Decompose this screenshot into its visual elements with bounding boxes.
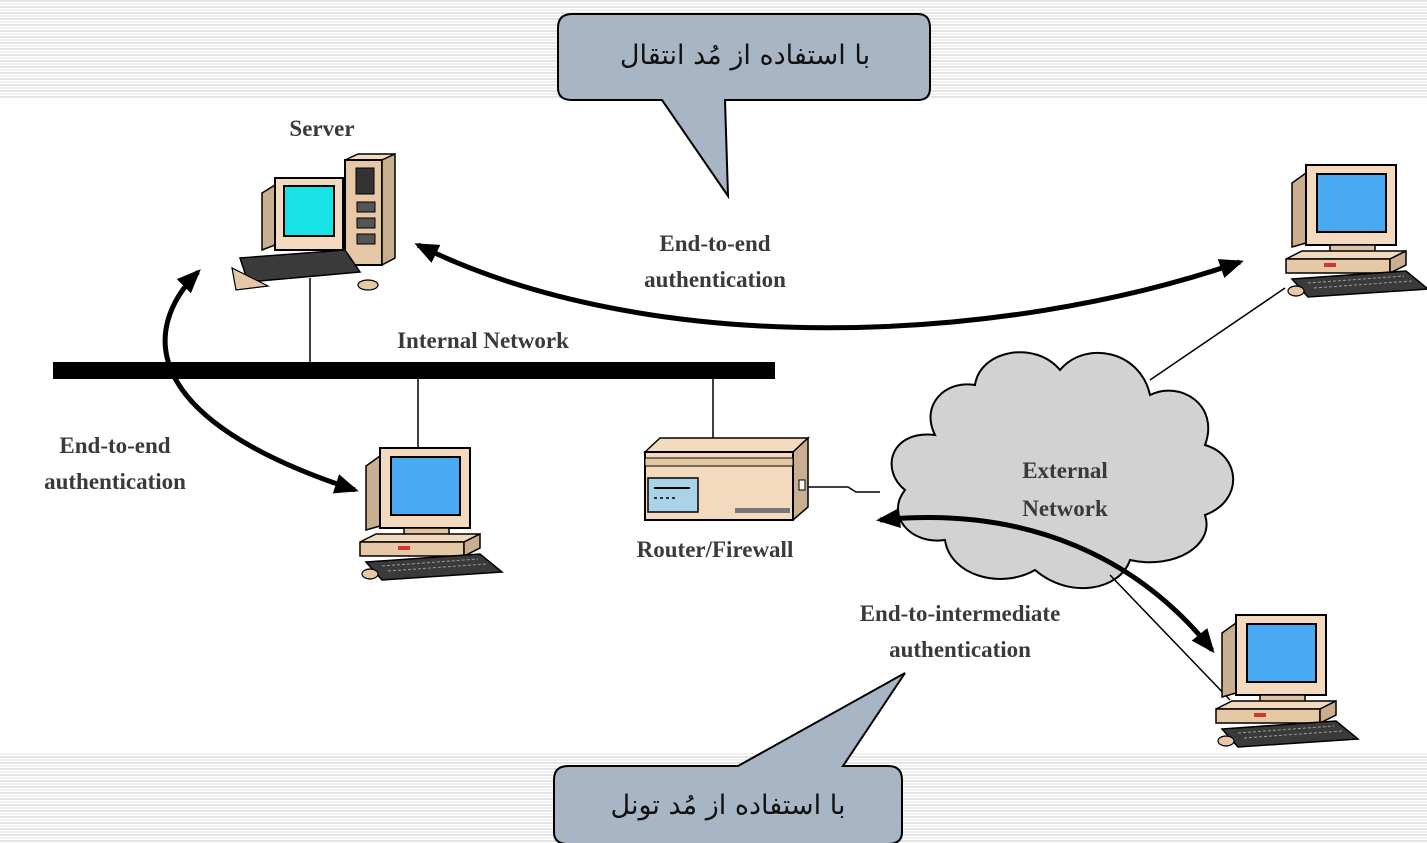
e2e-left-line2: authentication: [44, 469, 186, 494]
remote-computer-bottom-icon: [1215, 614, 1359, 748]
transport-mode-callout: [557, 13, 931, 200]
router-firewall-icon: [643, 436, 810, 522]
e2e-top-line2: authentication: [644, 267, 786, 292]
external-network-line2: Network: [1022, 496, 1108, 521]
e2e-top-arrow: [414, 242, 1244, 331]
remote-computer-top-icon: [1285, 164, 1427, 298]
e2e-left-line1: End-to-end: [59, 433, 171, 458]
tunnel-mode-text: با استفاده از مُد تونل: [610, 790, 846, 821]
external-network-label: External Network: [990, 452, 1140, 528]
e2e-top-line1: End-to-end: [659, 231, 771, 256]
e2i-label: End-to-intermediate authentication: [810, 596, 1110, 668]
e2e-left-label: End-to-end authentication: [0, 428, 230, 500]
e2i-line2: authentication: [889, 637, 1031, 662]
transport-mode-text: با استفاده از مُد انتقال: [619, 40, 871, 71]
external-network-line1: External: [1022, 458, 1108, 483]
tunnel-mode-callout: [553, 672, 906, 843]
internal-client-computer-icon: [359, 447, 503, 581]
e2i-line1: End-to-intermediate: [859, 601, 1061, 626]
internal-network-bar: [53, 362, 775, 379]
server-icon: [231, 152, 396, 291]
e2e-left-arrow: [162, 269, 359, 494]
server-label: Server: [289, 116, 355, 141]
e2e-top-label: End-to-end authentication: [600, 226, 830, 298]
router-firewall-label: Router/Firewall: [636, 537, 794, 562]
internal-network-label: Internal Network: [397, 328, 569, 353]
e2i-arrow: [876, 508, 1215, 654]
